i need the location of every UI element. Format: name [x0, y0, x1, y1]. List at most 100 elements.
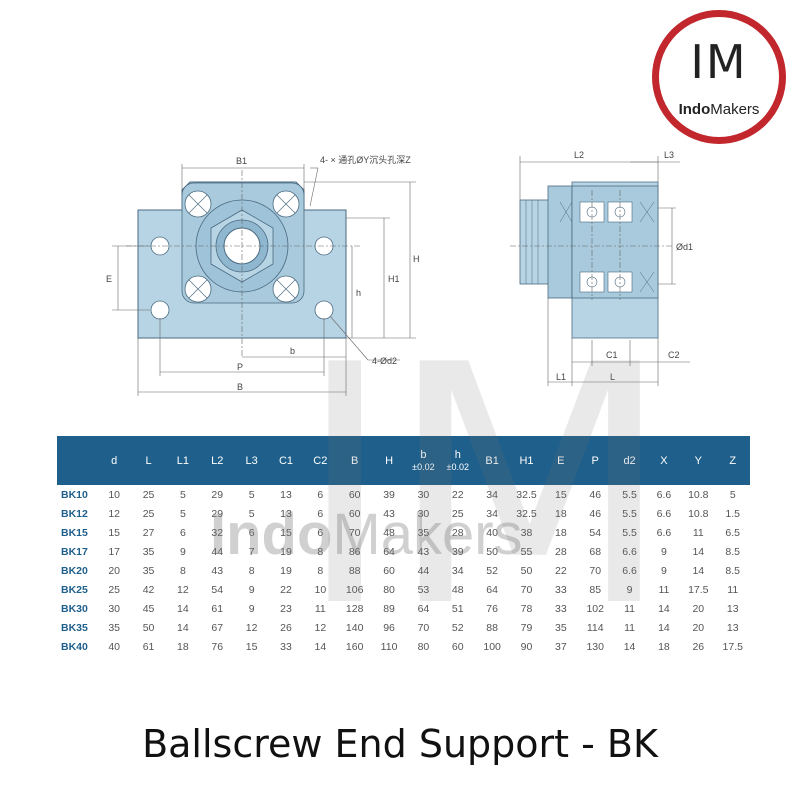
value-cell: 19 [280, 545, 292, 558]
value-cell: 33 [555, 602, 567, 615]
value-cell: 20 [692, 602, 705, 615]
value-cell: 48 [451, 583, 464, 596]
value-cell: 11 [314, 602, 326, 615]
value-cell: 33 [555, 583, 567, 596]
value-cell: 15 [245, 640, 258, 653]
value-cell: 43 [417, 545, 430, 558]
column-header: B [351, 454, 359, 467]
value-cell: 22 [555, 564, 567, 577]
value-cell: 68 [589, 545, 602, 558]
value-cell: 90 [520, 640, 533, 653]
value-cell: 48 [383, 526, 395, 539]
value-cell: 50 [142, 621, 155, 634]
column-header: b±0.02 [412, 448, 435, 472]
column-header: P [591, 454, 599, 467]
column-header: E [557, 454, 565, 467]
label-c1: C1 [606, 350, 618, 360]
value-cell: 35 [108, 621, 121, 634]
value-cell: 30 [108, 602, 121, 615]
value-cell: 30 [417, 488, 430, 501]
value-cell: 18 [555, 507, 567, 520]
model-cell: BK30 [61, 602, 88, 615]
model-cell: BK12 [61, 507, 88, 520]
value-cell: 1.5 [725, 507, 741, 520]
value-cell: 70 [589, 564, 602, 577]
column-header: h±0.02 [446, 448, 469, 472]
value-cell: 12 [177, 583, 189, 596]
value-cell: 10 [108, 488, 121, 501]
value-cell: 85 [589, 583, 602, 596]
value-cell: 5 [179, 507, 186, 520]
value-cell: 35 [417, 526, 430, 539]
value-cell: 12 [314, 621, 327, 634]
value-cell: 5.5 [622, 526, 637, 539]
value-cell: 9 [248, 602, 255, 615]
value-cell: 50 [520, 564, 533, 577]
value-cell: 6 [317, 526, 324, 539]
value-cell: 14 [623, 640, 636, 653]
column-header: H [385, 454, 394, 467]
value-cell: 140 [345, 621, 364, 634]
value-cell: 18 [555, 526, 567, 539]
side-view: L2 L3 Ød1 C1 C2 L1 L [510, 150, 693, 386]
value-cell: 11 [727, 583, 739, 596]
value-cell: 10.8 [688, 488, 709, 501]
technical-drawing: B1 4- × 通孔ØY沉头孔深Z E H1 H h b P B 4-Ød2 [106, 150, 693, 396]
value-cell: 88 [486, 621, 498, 634]
model-cell: BK35 [61, 621, 88, 634]
value-cell: 23 [280, 602, 292, 615]
value-cell: 26 [692, 640, 705, 653]
value-cell: 10 [314, 583, 327, 596]
value-cell: 6.6 [622, 564, 637, 577]
value-cell: 13 [280, 507, 292, 520]
column-header: Z [729, 454, 737, 467]
value-cell: 5 [248, 507, 255, 520]
value-cell: 34 [486, 488, 498, 501]
value-cell: 35 [142, 545, 155, 558]
column-header: X [660, 454, 668, 467]
model-cell: BK40 [61, 640, 88, 653]
label-l1: L1 [556, 372, 566, 382]
value-cell: 45 [142, 602, 155, 615]
value-cell: 17.5 [722, 640, 743, 653]
label-b-small: b [290, 346, 295, 356]
value-cell: 60 [348, 488, 361, 501]
value-cell: 88 [348, 564, 361, 577]
value-cell: 106 [345, 583, 364, 596]
value-cell: 40 [486, 526, 498, 539]
value-cell: 86 [348, 545, 361, 558]
column-header: C1 [278, 454, 293, 467]
value-cell: 55 [520, 545, 533, 558]
value-cell: 28 [451, 526, 464, 539]
value-cell: 80 [417, 640, 430, 653]
value-cell: 128 [345, 602, 364, 615]
value-cell: 14 [692, 564, 705, 577]
value-cell: 37 [555, 640, 567, 653]
value-cell: 15 [280, 526, 292, 539]
column-header: L3 [245, 454, 258, 467]
value-cell: 5 [179, 488, 186, 501]
value-cell: 15 [108, 526, 121, 539]
value-cell: 160 [345, 640, 364, 653]
value-cell: 17.5 [688, 583, 709, 596]
value-cell: 78 [520, 602, 533, 615]
value-cell: 43 [383, 507, 395, 520]
value-cell: 26 [280, 621, 292, 634]
value-cell: 100 [483, 640, 501, 653]
value-cell: 13 [280, 488, 292, 501]
value-cell: 76 [211, 640, 224, 653]
value-cell: 12 [245, 621, 258, 634]
value-cell: 40 [108, 640, 121, 653]
value-cell: 42 [142, 583, 155, 596]
value-cell: 38 [520, 526, 533, 539]
value-cell: 14 [658, 602, 670, 615]
model-cell: BK10 [61, 488, 88, 501]
value-cell: 61 [142, 640, 155, 653]
label-d2: 4-Ød2 [372, 356, 397, 366]
